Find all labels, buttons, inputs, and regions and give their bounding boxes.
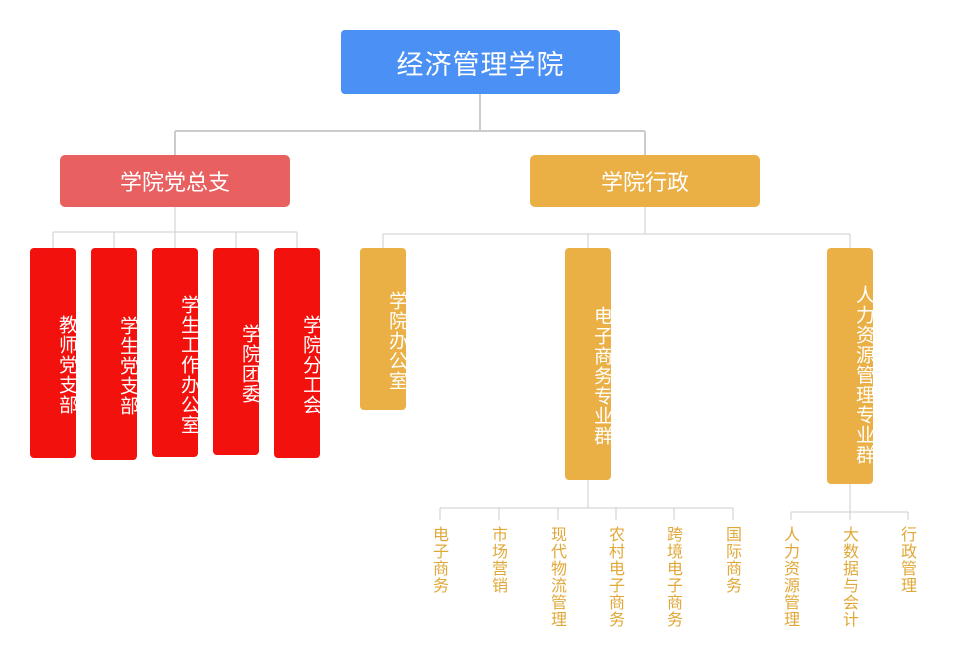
major-label: 国际商务	[723, 526, 742, 594]
major-crossborder-ecommerce: 跨境电子商务	[664, 526, 683, 628]
major-label: 跨境电子商务	[664, 526, 683, 628]
party-unit-label: 学生党支部	[117, 316, 139, 416]
major-label: 人力资源管理	[781, 526, 800, 628]
major-international-business: 国际商务	[723, 526, 742, 594]
major-label: 农村电子商务	[606, 526, 625, 628]
admin-branch-label: 学院行政	[600, 171, 689, 196]
party-unit-label: 学院团委	[239, 323, 261, 404]
admin-unit-label: 学院办公室	[386, 291, 408, 391]
party-unit-teachers: 教师党支部	[30, 248, 78, 458]
major-marketing: 市场营销	[489, 526, 508, 594]
party-unit-youth-league: 学院团委	[213, 248, 261, 455]
root-label: 经济管理学院	[396, 49, 565, 81]
party-unit-students: 学生党支部	[91, 248, 139, 460]
major-label: 市场营销	[489, 526, 508, 594]
party-branch-label: 学院党总支	[119, 171, 230, 196]
party-branch-node: 学院党总支	[60, 155, 290, 207]
party-unit-label: 学院分工会	[300, 315, 322, 415]
admin-unit-label: 人力资源管理专业群	[853, 285, 875, 465]
root-node-school: 经济管理学院	[341, 30, 620, 94]
admin-unit-office: 学院办公室	[360, 248, 408, 410]
party-unit-trade-union: 学院分工会	[274, 248, 322, 458]
admin-branch-node: 学院行政	[530, 155, 760, 207]
major-label: 行政管理	[898, 526, 917, 594]
major-ecommerce: 电子商务	[430, 526, 449, 594]
major-big-data-accounting: 大数据与会计	[840, 526, 859, 628]
admin-unit-hr-group: 人力资源管理专业群	[827, 248, 875, 484]
major-hr-management: 人力资源管理	[781, 526, 800, 628]
party-unit-label: 学生工作办公室	[178, 294, 200, 435]
major-rural-ecommerce: 农村电子商务	[606, 526, 625, 628]
major-label: 电子商务	[430, 526, 449, 594]
admin-unit-label: 电子商务专业群	[591, 306, 613, 446]
party-unit-student-affairs: 学生工作办公室	[152, 248, 200, 457]
major-label: 现代物流管理	[548, 526, 567, 628]
party-unit-label: 教师党支部	[56, 315, 78, 415]
admin-unit-ecommerce-group: 电子商务专业群	[565, 248, 613, 480]
major-administration: 行政管理	[898, 526, 917, 594]
major-logistics: 现代物流管理	[548, 526, 567, 628]
major-label: 大数据与会计	[840, 526, 859, 628]
